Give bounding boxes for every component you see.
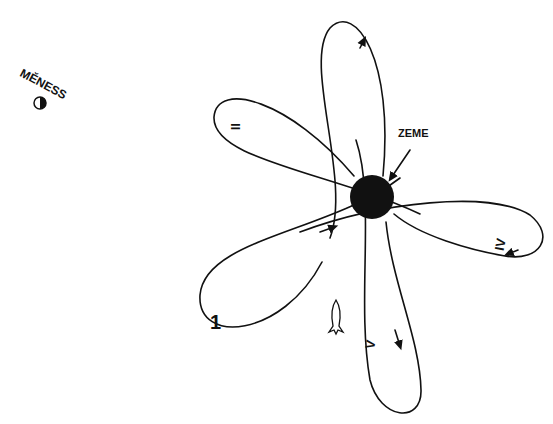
orbit-loop — [300, 201, 543, 256]
earth-label: ZEME — [398, 128, 429, 139]
moon-shadow — [40, 97, 46, 109]
rocket — [329, 300, 343, 334]
orbit-arrow — [395, 330, 400, 346]
orbit-arrow — [508, 250, 518, 254]
loop-number: 1 — [210, 312, 221, 332]
orbit-arrow — [320, 227, 334, 232]
loop-number: II — [229, 123, 242, 130]
loop-number: IV — [493, 237, 508, 251]
earth — [350, 175, 394, 219]
moon-label: MĚNESS — [18, 67, 68, 101]
leader-arrow — [391, 150, 410, 178]
orbit-arrow — [360, 40, 364, 48]
loop-number: V — [363, 339, 377, 350]
moon — [34, 97, 46, 109]
